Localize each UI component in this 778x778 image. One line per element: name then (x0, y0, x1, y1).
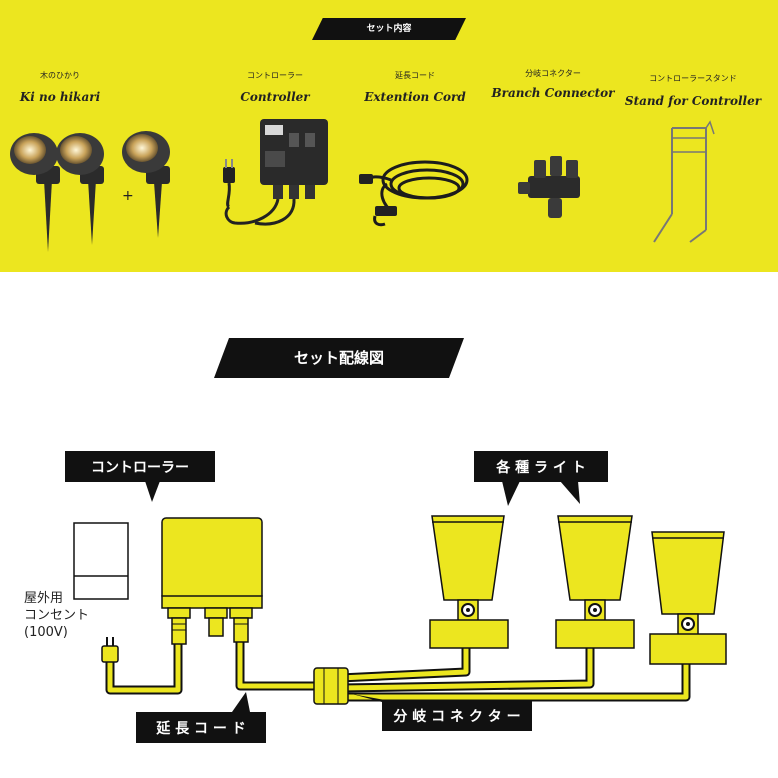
cord-callout-text: 延 長 コ ー ド (155, 720, 246, 737)
light-2 (555, 515, 635, 649)
extension-cord-image (359, 160, 469, 227)
item-jp-label: 延長コード (395, 71, 435, 80)
set-contents-section: セット内容 木のひかり Ki no hikari コントローラー Control… (0, 0, 778, 272)
item-jp-label: コントローラースタンド (649, 74, 737, 83)
cord-callout: 延 長 コ ー ド (136, 692, 266, 743)
item-en-label: Ki no hikari (19, 90, 101, 104)
wiring-diagram-heading: セット配線図 (214, 338, 464, 378)
branch-connector (313, 667, 349, 705)
item-en-label: Controller (240, 90, 310, 104)
controller-callout-text: コントローラー (91, 460, 189, 476)
set-contents-heading: セット内容 (312, 18, 466, 40)
lights-callout-text: 各 種 ラ イ ト (495, 459, 586, 476)
outlet-box (73, 522, 129, 600)
light-1 (429, 515, 509, 649)
item-en-label: Stand for Controller (624, 94, 762, 108)
controller-callout: コントローラー (65, 451, 215, 502)
cables (105, 635, 691, 702)
outlet-label: 屋外用 コンセント (100V) (24, 591, 90, 640)
connector-callout-text: 分 岐 コ ネ ク タ ー (393, 708, 520, 725)
wiring-diagram: コントローラー 各 種 ラ イ ト (65, 451, 727, 743)
controller-image (223, 119, 328, 226)
connector-callout: 分 岐 コ ネ ク タ ー (352, 694, 532, 731)
branch-connector-image (518, 156, 580, 218)
item-jp-label: 分岐コネクター (525, 69, 581, 78)
lights-callout: 各 種 ラ イ ト (474, 451, 608, 506)
power-plug (101, 637, 119, 663)
controller (161, 517, 263, 645)
plus-sign: + (122, 188, 134, 204)
item-en-label: Branch Connector (491, 86, 615, 100)
light-3 (649, 531, 727, 665)
item-jp-label: 木のひかり (40, 71, 80, 80)
item-jp-label: コントローラー (247, 71, 303, 80)
item-en-label: Extention Cord (364, 90, 466, 104)
spotlights-image (10, 131, 170, 252)
controller-stand-image (653, 120, 715, 243)
